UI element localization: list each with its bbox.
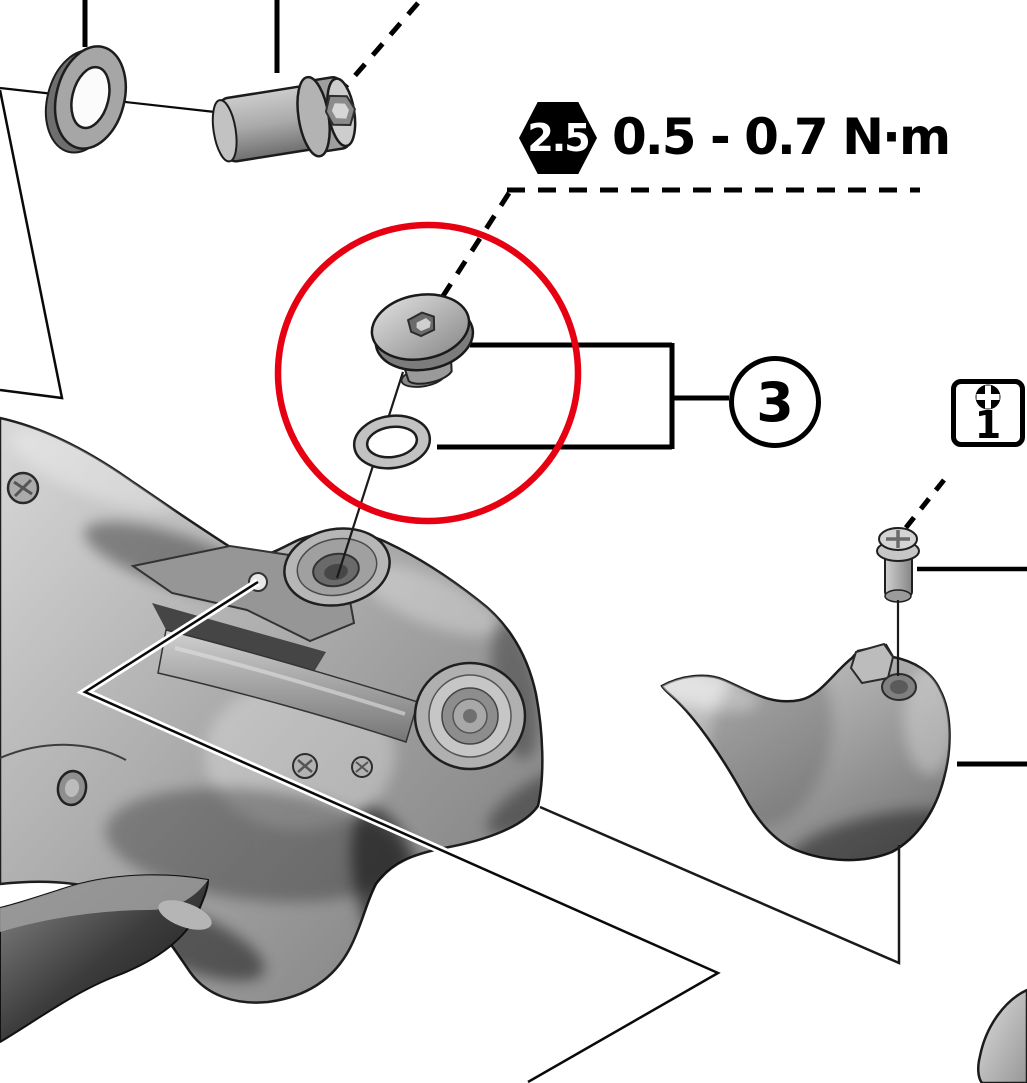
dashed-leader-lines [344,1,946,532]
cap-bolt-part [370,293,475,388]
part-callout-circle: 3 [729,356,821,448]
brake-lever-blade [0,874,212,1044]
hex-key-size-badge: 2.5 [519,102,597,174]
phillips-screwdriver-icon [975,384,1001,410]
paddle-axis-lines [539,600,901,965]
cap-bolt-axis-line [335,371,405,579]
red-highlight-circle [274,221,582,525]
phillips-slot-icon [886,530,910,548]
body-small-screws [292,753,373,779]
callout3-bracket-lines [437,342,729,450]
o-ring-part [352,414,432,470]
top-leader-stubs [82,0,280,73]
paddle-screw-part [876,527,920,603]
phillips-tool-box: 1 [951,379,1025,447]
cap-bolt-seat-boss [283,527,391,607]
part-callout-number: 3 [756,370,794,434]
shift-paddle-part [660,642,951,862]
washer-part [44,45,127,154]
adjuster-barrel-face [413,661,527,771]
adjacent-part-edge [977,988,1027,1083]
clamp-bolt-part [211,75,357,163]
body-screw-detail [6,471,40,505]
torque-range-text: 0.5 - 0.7 N·m [612,108,951,166]
body-leader-arrow-lines [76,578,727,1083]
spring-barrel [157,629,419,743]
phillips-tool-number: 1 [974,403,1002,448]
hex-key-size-value: 2.5 [527,116,590,160]
